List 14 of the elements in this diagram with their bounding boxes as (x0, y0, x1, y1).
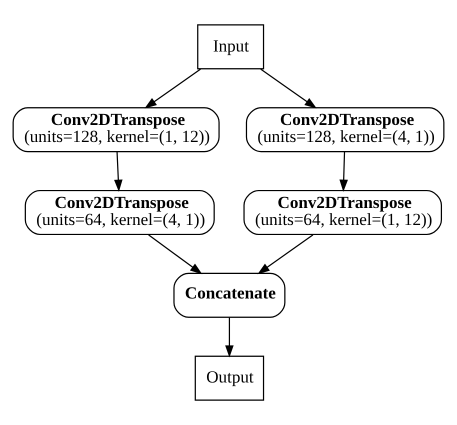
node-box: Input (197, 24, 264, 70)
node-box: Conv2DTranspose (units=64, kernel=(1, 12)) (243, 190, 442, 236)
arrow (260, 68, 317, 109)
arrow (225, 318, 234, 358)
arrow (339, 152, 348, 192)
arrow (257, 234, 314, 274)
arrow (148, 234, 202, 274)
node-box: Conv2DTranspose (units=64, kernel=(4, 1)) (24, 190, 215, 236)
arrow (144, 68, 201, 109)
node-box: Output (194, 356, 264, 401)
arrow (114, 152, 123, 192)
node-box: Conv2DTranspose (units=128, kernel=(1, 12)) (12, 107, 220, 152)
node-box: Concatenate (173, 272, 286, 318)
node-box: Conv2DTranspose (units=128, kernel=(4, 1)) (246, 107, 444, 152)
